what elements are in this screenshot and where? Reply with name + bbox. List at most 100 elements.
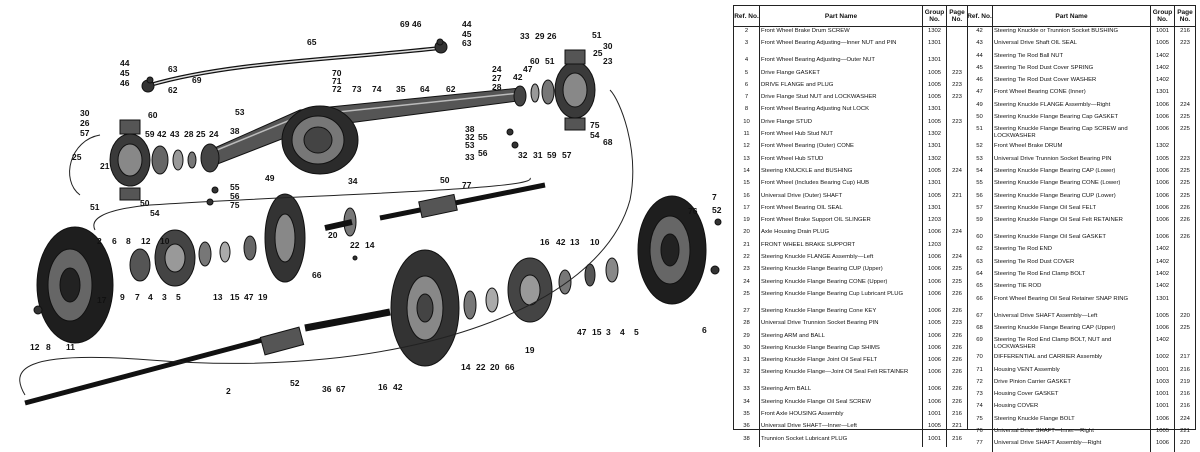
callout: 43 — [170, 129, 180, 139]
parts-table-right-column: Ref. No. Part Name Group No. Page No. 42… — [967, 6, 1195, 452]
part-name-cell: Front Wheel Hub STUD — [760, 154, 923, 167]
group-cell: 1301 — [923, 39, 947, 57]
callout: 63 — [462, 38, 472, 48]
right-hub-assembly — [463, 257, 619, 323]
ref-cell: 14 — [734, 166, 760, 180]
group-cell: 1203 — [923, 216, 947, 229]
ref-cell: 17 — [734, 203, 760, 217]
ref-cell: 43 — [967, 39, 993, 52]
part-name-cell: Front Wheel Bearing Oil Seal Retainer SN… — [993, 294, 1151, 312]
page-cell: 226 — [952, 344, 962, 351]
callout: 69 — [400, 19, 410, 29]
group-cell: 1302 — [1151, 142, 1175, 155]
group-cell: 1005 — [1151, 427, 1175, 440]
group-cell: 1005 — [923, 166, 947, 180]
callout: 22 — [350, 240, 360, 250]
left-knuckle-assembly — [109, 119, 197, 201]
group-cell: 1001 — [1151, 365, 1175, 378]
part-name-cell: Steering Knuckle Flange BOLT — [993, 414, 1151, 428]
callout: 67 — [336, 384, 346, 394]
group-cell: 1402 — [1151, 63, 1175, 77]
part-name-cell: Steering Knuckle Flange Bearing CONE (Up… — [760, 277, 923, 290]
group-cell: 1006 — [923, 306, 947, 320]
ref-cell: 10 — [734, 117, 760, 131]
callout: 75 — [230, 200, 240, 210]
part-name-cell: Universal Drive Trunnion Socket Bearing … — [760, 319, 923, 332]
table-header: Ref. No. Part Name Group No. Page No. — [734, 6, 967, 27]
page-cell: 226 — [1180, 217, 1190, 224]
assembly-path-lines — [19, 89, 634, 396]
part-name-cell: Universal Drive SHAFT—Inner—Right — [993, 427, 1151, 440]
group-cell: 1005 — [923, 80, 947, 94]
page-cell: 223 — [952, 81, 962, 88]
ref-cell: 68 — [967, 323, 993, 337]
ref-cell: 30 — [734, 343, 760, 357]
part-name-cell: Drive Flange GASKET — [760, 68, 923, 81]
page-cell — [947, 241, 967, 253]
ref-cell: 32 — [734, 368, 760, 386]
header-ref: Ref. No. — [734, 6, 760, 26]
header-group: Group No. — [1151, 6, 1175, 26]
callout: 69 — [192, 75, 202, 85]
callout: 77 — [462, 180, 472, 190]
page-cell — [1175, 88, 1195, 100]
part-name-cell: Steering Knuckle Flange Oil Seal GASKET — [993, 233, 1151, 246]
ref-cell: 20 — [734, 228, 760, 241]
callout: 8 — [126, 236, 131, 246]
callout: 47 — [523, 64, 533, 74]
ref-cell: 21 — [734, 240, 760, 254]
callout: 45 — [462, 29, 472, 39]
page-cell: 225 — [952, 278, 962, 285]
callout: 16 — [378, 382, 388, 392]
group-cell: 1006 — [923, 289, 947, 307]
small-hardware — [33, 38, 722, 315]
ref-cell: 36 — [734, 422, 760, 435]
group-cell: 1006 — [923, 368, 947, 386]
ref-cell: 59 — [967, 216, 993, 234]
left-universal-drive-shaft — [24, 308, 391, 406]
ref-cell: 35 — [734, 410, 760, 423]
front-axle-housing — [200, 85, 527, 175]
callout: 44 — [462, 19, 472, 29]
group-cell: 1005 — [1151, 39, 1175, 52]
part-name-cell: Front Wheel Bearing Adjusting—Outer NUT — [760, 56, 923, 69]
page-cell: 223 — [1180, 155, 1190, 162]
ref-cell: 24 — [734, 277, 760, 290]
callout: 25 — [593, 48, 603, 58]
callout: 25 — [196, 129, 206, 139]
page-cell: 216 — [1180, 391, 1190, 398]
right-knuckle-assembly — [530, 49, 596, 131]
header-group: Group No. — [923, 6, 947, 26]
page-cell: 225 — [1180, 324, 1190, 331]
group-cell: 1301 — [923, 203, 947, 217]
callout: 38 — [230, 126, 240, 136]
callout: 35 — [396, 84, 406, 94]
part-name-cell: Steering Arm BALL — [760, 385, 923, 398]
group-cell: 1006 — [1151, 100, 1175, 114]
diagram-svg: 69 46 44 45 63 65 33 29 26 51 30 25 23 4… — [19, 19, 722, 406]
ref-cell: 16 — [734, 191, 760, 204]
page-cell: 225 — [1180, 114, 1190, 121]
group-cell: 1402 — [1151, 245, 1175, 258]
ref-cell: 73 — [967, 390, 993, 403]
page-cell — [947, 216, 967, 228]
group-cell: 1006 — [1151, 191, 1175, 204]
callout: 13 — [213, 292, 223, 302]
ref-cell: 23 — [734, 265, 760, 278]
